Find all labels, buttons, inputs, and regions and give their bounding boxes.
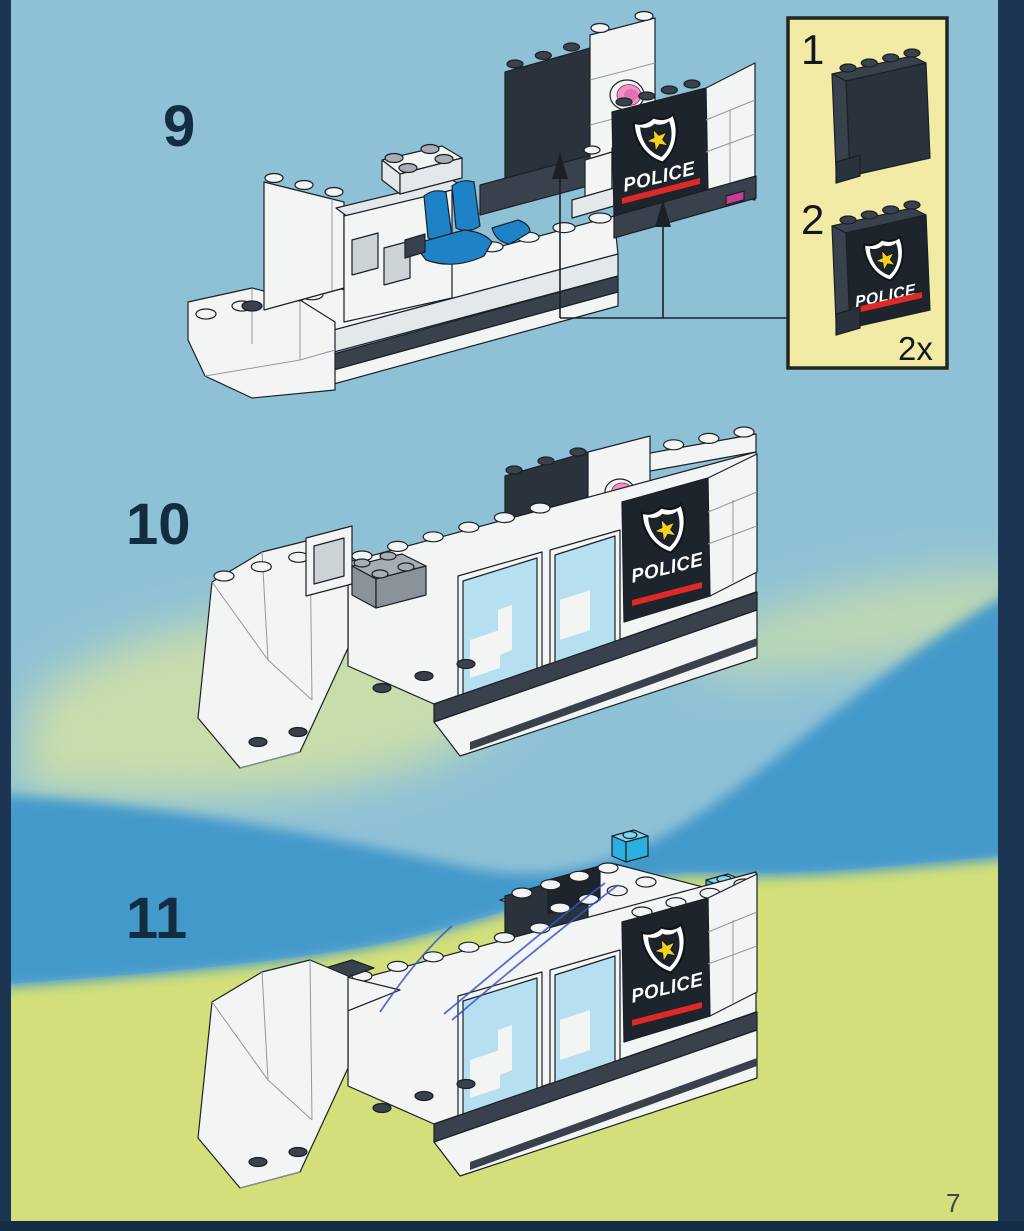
bottom-border [0, 1221, 1024, 1231]
step-10-number: 10 [126, 492, 191, 557]
police-panel-step11: POLICE [621, 897, 711, 1043]
step10-window-1 [457, 551, 543, 713]
step11-bow [197, 959, 476, 1189]
step9-cabin [335, 143, 471, 323]
step10-hull [433, 591, 758, 757]
callout-quantity: 2x [898, 330, 933, 367]
trans-blue-light-1 [611, 829, 649, 863]
right-border [998, 0, 1024, 1231]
step-11-number: 11 [126, 886, 187, 951]
blue-seats [404, 180, 531, 265]
page-number: 7 [946, 1188, 960, 1218]
pen-marks [379, 882, 619, 1021]
step-11-model: POLICE [197, 829, 758, 1189]
police-panel-step10: POLICE [621, 477, 711, 623]
step-9-number: 9 [163, 94, 195, 159]
step-9-model: POLICE [187, 10, 788, 399]
step11-window-2 [549, 949, 621, 1093]
callout-part1-dark-panel [831, 48, 931, 184]
step-10-model: POLICE [197, 426, 758, 769]
parts-callout-box: 1 2 POLICE 2x [786, 16, 949, 370]
police-panel-step9: POLICE [611, 79, 709, 217]
callout-item1-number: 1 [801, 26, 824, 73]
step10-window-2 [549, 529, 621, 673]
step9-stern [613, 62, 757, 239]
left-border [0, 0, 11, 1231]
callout-connector-arrows [552, 152, 788, 319]
step10-gray-brick [351, 551, 427, 609]
callout-part2-police-panel: POLICE [831, 200, 931, 336]
step11-hull [433, 1011, 758, 1177]
callout-item2-number: 2 [801, 196, 824, 243]
step10-bow [197, 525, 476, 769]
step10-stern [707, 453, 758, 610]
step9-tall-panel [263, 172, 345, 311]
step11-window-1 [457, 971, 543, 1133]
